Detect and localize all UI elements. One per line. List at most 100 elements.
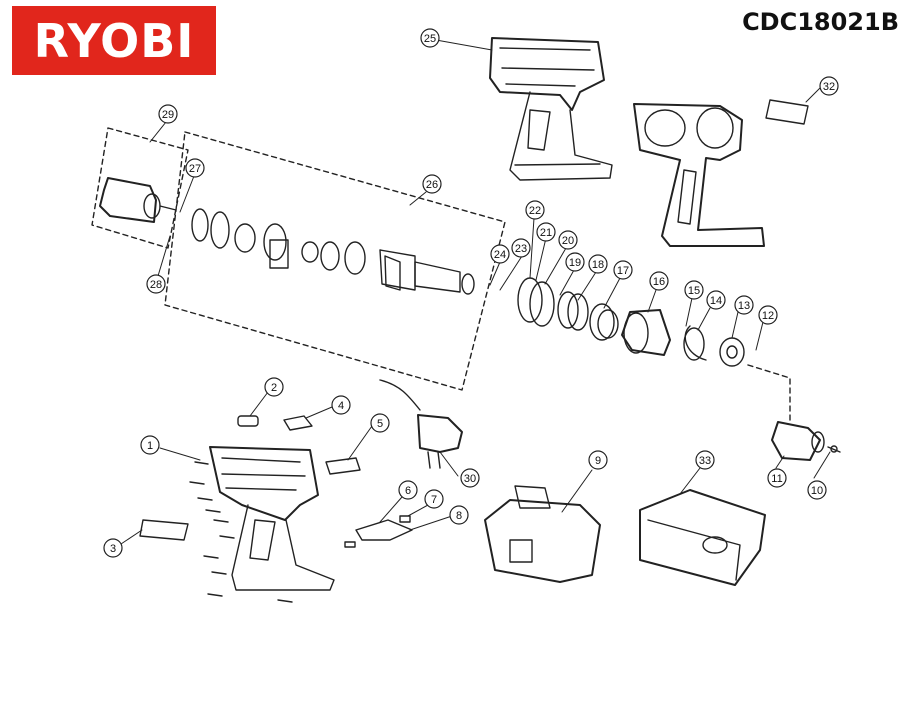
callout-number: 26 (426, 179, 438, 191)
callout-number: 17 (617, 265, 629, 277)
motor-29 (99, 177, 177, 223)
callout-number: 14 (710, 295, 722, 307)
callout-23: 23 (511, 238, 531, 258)
callout-19: 19 (565, 252, 585, 272)
callout-circle (819, 76, 839, 96)
switch-30 (379, 379, 463, 469)
callout-number: 3 (110, 543, 116, 555)
ryobi-logo: RYOBI (12, 6, 216, 75)
callout-number: 11 (771, 473, 782, 485)
callout-circle (767, 468, 787, 488)
callout-circle (460, 468, 480, 488)
callout-8: 8 (449, 505, 469, 525)
callout-circle (103, 538, 123, 558)
callout-circle (331, 395, 351, 415)
model-number: CDC18021B (742, 8, 899, 36)
callout-circle (511, 238, 531, 258)
housing-half-right (633, 103, 765, 247)
gear-train (191, 208, 475, 295)
callout-circle (424, 489, 444, 509)
callout-number: 28 (150, 279, 162, 291)
callout-number: 30 (464, 473, 476, 485)
callout-number: 13 (738, 300, 750, 312)
callout-number: 1 (147, 440, 153, 452)
callout-14: 14 (706, 290, 726, 310)
callout-9: 9 (588, 450, 608, 470)
clip-15 (684, 325, 707, 361)
callout-6: 6 (398, 480, 418, 500)
label-plate-3 (139, 519, 189, 541)
callout-circle (649, 271, 669, 291)
callout-number: 20 (562, 235, 574, 247)
callout-number: 18 (592, 259, 604, 271)
plate-13 (719, 337, 745, 367)
callout-28: 28 (146, 274, 166, 294)
callout-16: 16 (649, 271, 669, 291)
callout-number: 10 (811, 485, 823, 497)
callout-number: 2 (271, 382, 277, 394)
callout-3: 3 (103, 538, 123, 558)
callout-circle (684, 280, 704, 300)
callout-circle (734, 295, 754, 315)
callout-circle (490, 244, 510, 264)
callout-24: 24 (490, 244, 510, 264)
callout-22: 22 (525, 200, 545, 220)
callout-circle (706, 290, 726, 310)
callout-1: 1 (140, 435, 160, 455)
callout-27: 27 (185, 158, 205, 178)
callout-number: 6 (405, 485, 411, 497)
callout-circle (558, 230, 578, 250)
callout-circle (695, 450, 715, 470)
callout-number: 16 (653, 276, 665, 288)
callout-circle (758, 305, 778, 325)
callout-number: 33 (699, 455, 711, 467)
callout-circle (158, 104, 178, 124)
rings (517, 277, 619, 341)
chuck-11 (771, 421, 825, 461)
callout-number: 4 (338, 400, 344, 412)
chuck-dash-line (747, 364, 791, 421)
part-6 (355, 519, 413, 541)
callout-number: 8 (456, 510, 462, 522)
callout-circle (420, 28, 440, 48)
callout-circle (422, 174, 442, 194)
callout-number: 27 (189, 163, 201, 175)
callout-circle (140, 435, 160, 455)
gear-case-16 (621, 309, 671, 356)
part-4 (283, 415, 313, 431)
housing-half-25 (489, 37, 613, 181)
battery-9 (484, 485, 601, 583)
plate-14 (683, 327, 705, 361)
callout-number: 22 (529, 205, 541, 217)
motor-box (91, 127, 189, 249)
part-5 (325, 457, 361, 475)
callout-circle (264, 377, 284, 397)
screws-1 (189, 461, 293, 603)
callout-circle (146, 274, 166, 294)
callout-29: 29 (158, 104, 178, 124)
part-2 (237, 415, 259, 427)
callout-2: 2 (264, 377, 284, 397)
callout-circle (449, 505, 469, 525)
callout-circle (565, 252, 585, 272)
callout-number: 24 (494, 249, 506, 261)
part-7 (399, 515, 411, 523)
callout-circle (370, 413, 390, 433)
callout-number: 19 (569, 257, 581, 269)
callout-5: 5 (370, 413, 390, 433)
callout-circle (398, 480, 418, 500)
callout-15: 15 (684, 280, 704, 300)
callout-circle (588, 254, 608, 274)
logo-text: RYOBI (33, 13, 195, 68)
callout-number: 21 (540, 227, 552, 239)
callout-17: 17 (613, 260, 633, 280)
callout-11: 11 (767, 468, 787, 488)
callout-circle (588, 450, 608, 470)
callout-number: 23 (515, 243, 527, 255)
gear-assembly-box (164, 131, 506, 391)
callout-18: 18 (588, 254, 608, 274)
callout-10: 10 (807, 480, 827, 500)
callout-26: 26 (422, 174, 442, 194)
callout-7: 7 (424, 489, 444, 509)
